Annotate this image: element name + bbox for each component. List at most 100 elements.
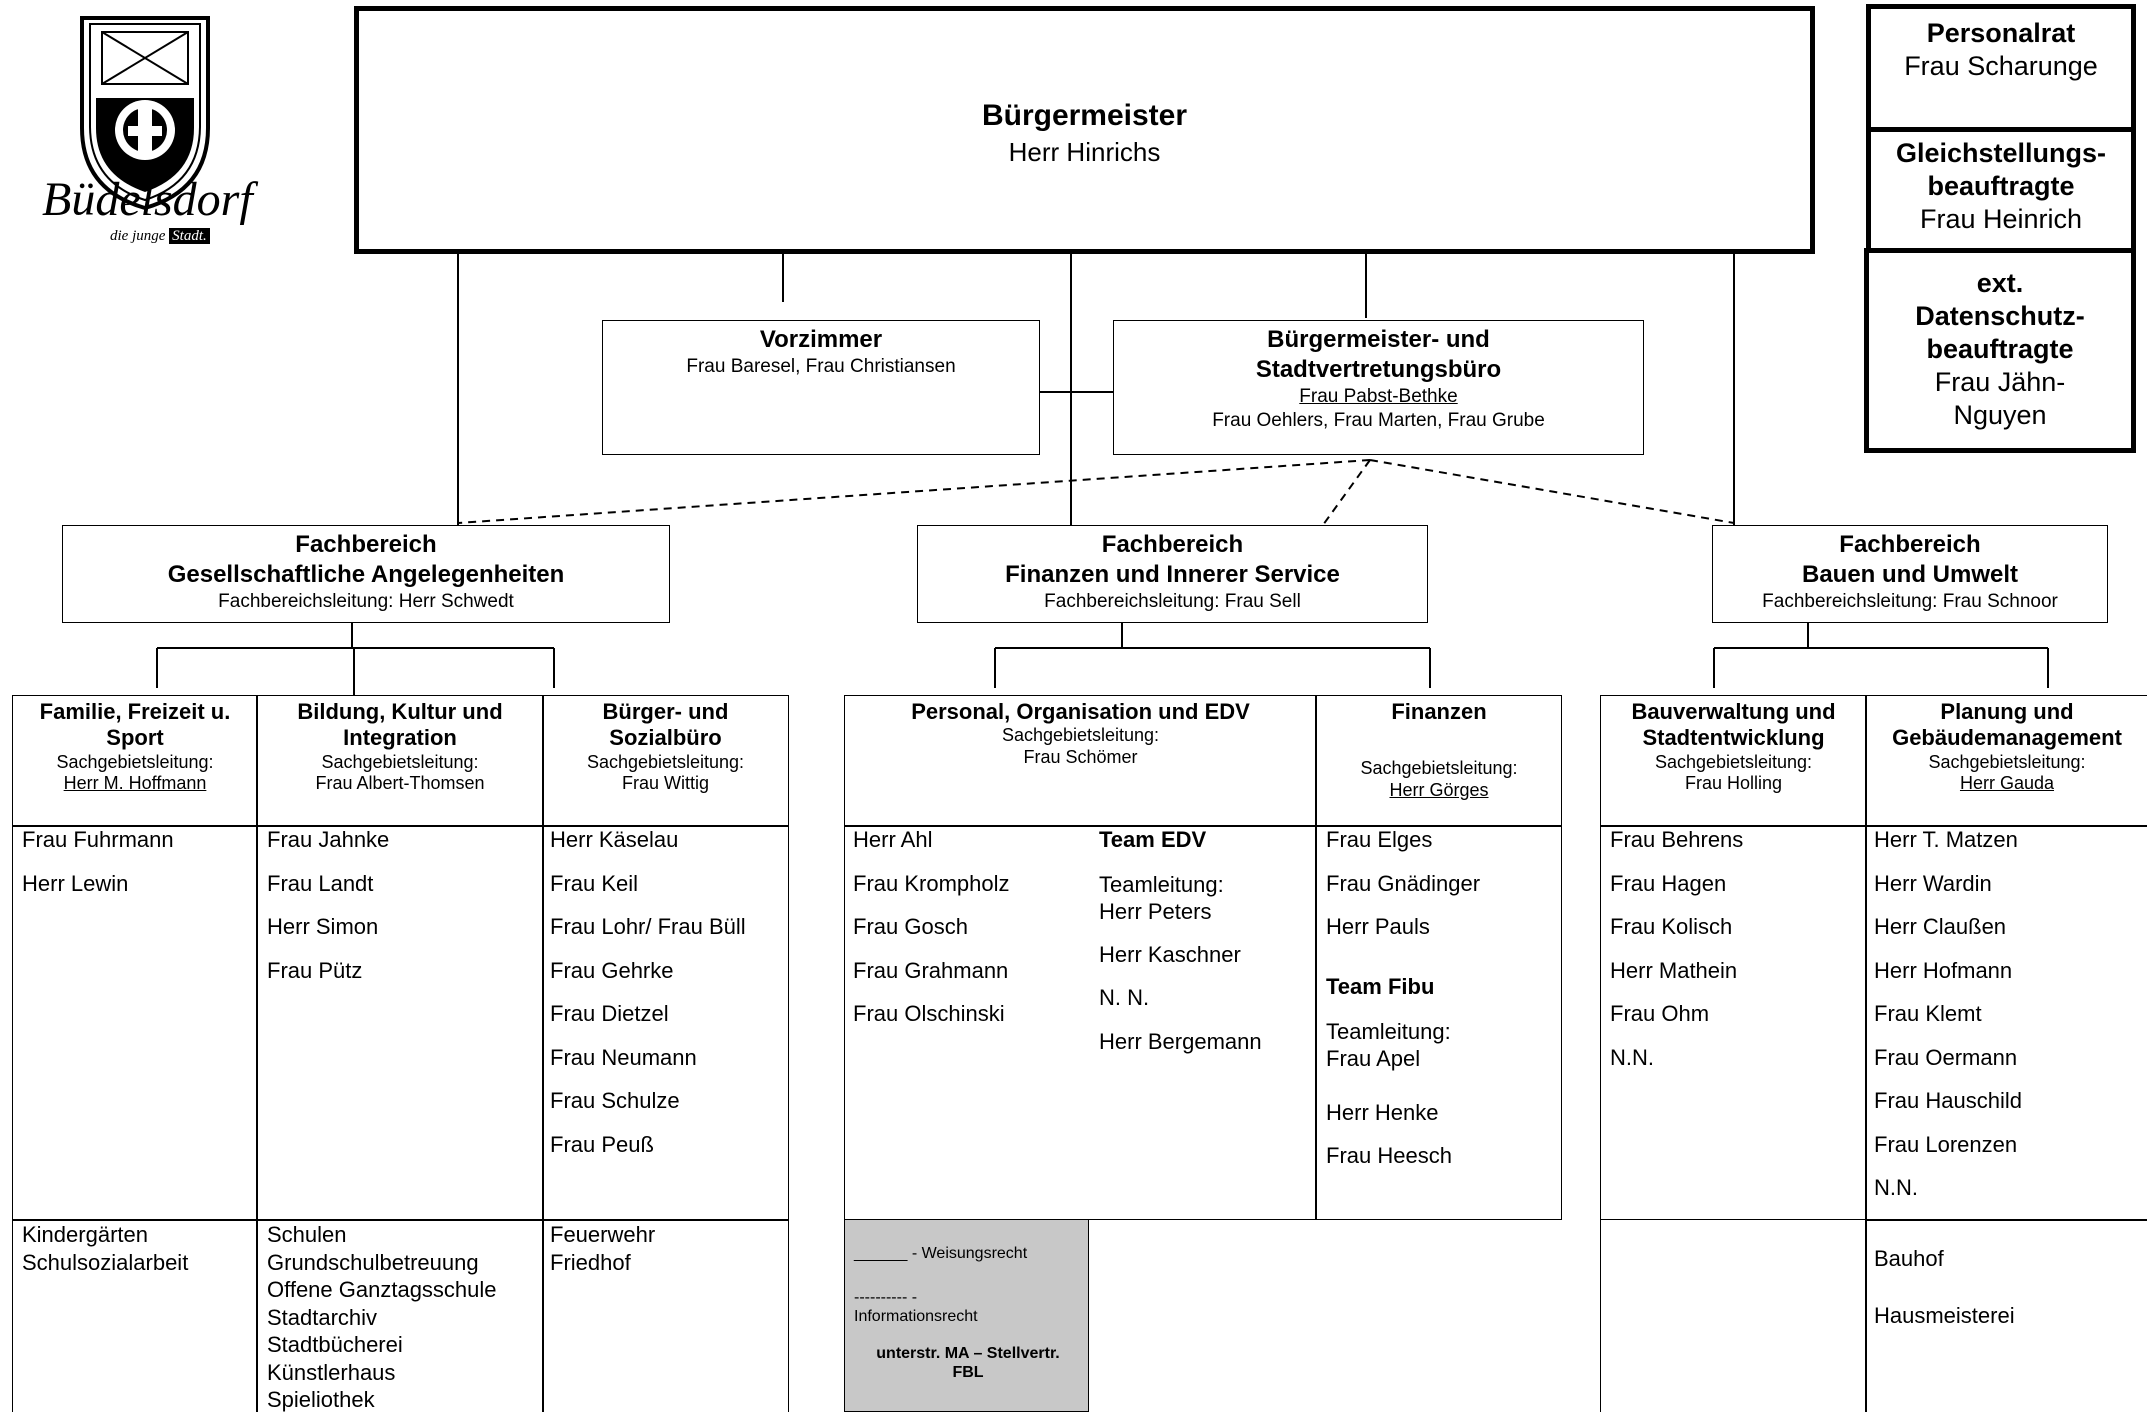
sachgebiet-lead: Frau Wittig [621, 773, 709, 794]
staff-member: Herr Henke [1326, 1099, 1439, 1125]
staff-member: Herr Ahl [853, 827, 933, 852]
staff-member: Herr Pauls [1326, 914, 1430, 939]
bauverwaltung-staff-list: Frau Behrens Frau Hagen Frau Kolisch Her… [1610, 827, 1743, 1088]
extra-item: Feuerwehr [550, 1222, 656, 1247]
divider [1315, 695, 1317, 1219]
extra-item: Stadtarchiv [267, 1304, 378, 1330]
staff-member: Frau Oermann [1874, 1044, 2018, 1070]
sachgebiet-label: Sachgebietsleitung: [1654, 751, 1813, 772]
extra-item: Friedhof [550, 1249, 631, 1275]
team-lead: Herr Peters [1099, 898, 1212, 924]
staff-member: Frau Hagen [1610, 870, 1727, 896]
staff-member: Herr Mathein [1610, 957, 1738, 983]
sachgebiet-lead: Frau Albert-Thomsen [315, 773, 485, 794]
sachgebiet-title: Familie, Freizeit u. Sport [39, 699, 231, 751]
legend-fbl: FBL [952, 1364, 984, 1381]
sachgebiet-lead: Herr M. Hoffmann [63, 773, 207, 794]
bildung-extra: Schulen Grundschulbetreuung Offene Ganzt… [267, 1221, 497, 1414]
staff-member: Herr T. Matzen [1874, 827, 2018, 852]
staff-member: Herr Simon [267, 914, 379, 939]
staff-member: Frau Grahmann [853, 957, 1009, 983]
sachgebiet-title: Bildung, Kultur und Integration [297, 699, 503, 751]
mayor-name: Herr Hinrichs [1008, 137, 1161, 167]
sachgebiet-title: Personal, Organisation und EDV [911, 699, 1250, 724]
buergermeisterbuero-box: Bürgermeister- und Stadtvertretungsbüro … [1113, 320, 1644, 455]
team-lead: Frau Apel [1326, 1045, 1421, 1071]
staff-member: Frau Keil [550, 870, 639, 896]
familie-extra: Kindergärten Schulsozialarbeit [22, 1221, 188, 1276]
staff-member: Herr Kaschner [1099, 941, 1241, 967]
team-title: Team EDV [1099, 827, 1207, 852]
sachgebiet-lead: Herr Görges [1389, 779, 1489, 800]
team-lead-label: Teamleitung: [1326, 1018, 1451, 1044]
fachbereich-name: Finanzen und Innerer Service [1005, 561, 1340, 588]
extra-item: Schulsozialarbeit [22, 1249, 189, 1275]
sachgebiet-lead: Frau Holling [1684, 773, 1783, 794]
sachgebiet-lead: Herr Gauda [1959, 773, 2055, 794]
staff-member: N.N. [1874, 1175, 1918, 1200]
staff-member: Frau Gosch [853, 914, 968, 939]
extra-item: Kindergärten [22, 1222, 148, 1247]
fachbereich-finanzen-box: Fachbereich Finanzen und Innerer Service… [917, 525, 1428, 623]
staff-member: Frau Lorenzen [1874, 1131, 2018, 1157]
sachgebiet-bauverwaltung-header: Bauverwaltung und Stadtentwicklung Sachg… [1602, 699, 1865, 795]
buerger-extra: Feuerwehr Friedhof [550, 1221, 655, 1276]
staff-member: Frau Behrens [1610, 827, 1744, 852]
fachbereich-name: Bauen und Umwelt [1801, 561, 2018, 588]
staff-member: Herr Claußen [1874, 914, 2007, 939]
legend-box: ______ - Weisungsrecht ---------- - Info… [844, 1219, 1089, 1412]
sachgebiet-finanzen-header: Finanzen Sachgebietsleitung: Herr Görges [1317, 699, 1561, 802]
personal-staff-list: Herr Ahl Frau Krompholz Frau Gosch Frau … [853, 827, 1010, 1045]
extra-item: Schulen [267, 1222, 347, 1247]
gleichstellung-box: Gleichstellungs-beauftragte Frau Heinric… [1866, 127, 2136, 253]
buero-lead: Frau Pabst-Bethke [1299, 386, 1458, 407]
divider [542, 695, 544, 1412]
extra-item: Spieliothek [267, 1387, 375, 1412]
personalrat-box: Personalrat Frau Scharunge [1866, 4, 2136, 132]
buero-names: Frau Oehlers, Frau Marten, Frau Grube [1212, 409, 1545, 431]
staff-member: Frau Hauschild [1874, 1088, 2022, 1113]
sachgebiet-personal-header: Personal, Organisation und EDV Sachgebie… [846, 699, 1315, 769]
divider [1865, 695, 1867, 1412]
staff-member: Frau Klemt [1874, 1001, 1982, 1026]
staff-member: Frau Gehrke [550, 957, 674, 983]
datenschutz-title: ext. Datenschutz-beauftragte [1915, 268, 2085, 364]
sachgebiet-title: Bauverwaltung und Stadtentwicklung [1631, 699, 1836, 751]
sachgebiet-title: Bürger- und Sozialbüro [602, 699, 729, 751]
fb1-table [12, 695, 789, 1412]
staff-member: Frau Peuß [550, 1131, 654, 1157]
buero-title: Bürgermeister- und Stadtvertretungsbüro [1255, 326, 1502, 383]
city-logo: Büdelsdorf die junge Stadt. [40, 10, 270, 245]
staff-member: Frau Lohr/ Frau Büll [550, 914, 746, 939]
mayor-title: Bürgermeister [981, 99, 1188, 132]
sachgebiet-label: Sachgebietsleitung: [321, 751, 479, 772]
staff-member: N.N. [1610, 1044, 1654, 1070]
legend-weisungsrecht: ______ - Weisungsrecht [854, 1245, 1028, 1262]
staff-member: Herr Bergemann [1099, 1028, 1262, 1054]
sachgebiet-buerger-header: Bürger- und Sozialbüro Sachgebietsleitun… [562, 699, 769, 795]
extra-item: Offene Ganztagsschule [267, 1277, 497, 1302]
sachgebiet-label: Sachgebietsleitung: [1001, 725, 1160, 746]
divider [256, 695, 258, 1412]
fachbereich-gesellschaft-box: Fachbereich Gesellschaftliche Angelegenh… [62, 525, 670, 623]
staff-member: N. N. [1099, 985, 1150, 1010]
sachgebiet-bildung-header: Bildung, Kultur und Integration Sachgebi… [258, 699, 542, 795]
personalrat-name: Frau Scharunge [1904, 51, 2098, 81]
divider [1865, 1219, 2147, 1221]
extra-item: Bauhof [1874, 1246, 1944, 1271]
gleichstellung-title: Gleichstellungs-beauftragte [1895, 138, 2107, 201]
sachgebiet-title: Planung und Gebäudemanagement [1892, 699, 2122, 751]
fb3-bauverwaltung-table [1600, 695, 1866, 1220]
staff-member: Herr Wardin [1874, 870, 1992, 896]
extra-item: Künstlerhaus [267, 1359, 396, 1385]
staff-member: Frau Landt [267, 870, 374, 896]
fachbereich-name: Gesellschaftliche Angelegenheiten [167, 561, 565, 588]
fachbereich-bauen-box: Fachbereich Bauen und Umwelt Fachbereich… [1712, 525, 2108, 623]
staff-member: Frau Dietzel [550, 1001, 669, 1026]
staff-member: Frau Jahnke [267, 827, 390, 852]
team-title: Team Fibu [1326, 974, 1435, 999]
sachgebiet-label: Sachgebietsleitung: [1928, 751, 2086, 772]
staff-member: Herr Lewin [22, 870, 129, 896]
legend-informationsrecht: Informationsrecht [854, 1308, 978, 1325]
staff-member: Frau Gnädinger [1326, 870, 1481, 896]
